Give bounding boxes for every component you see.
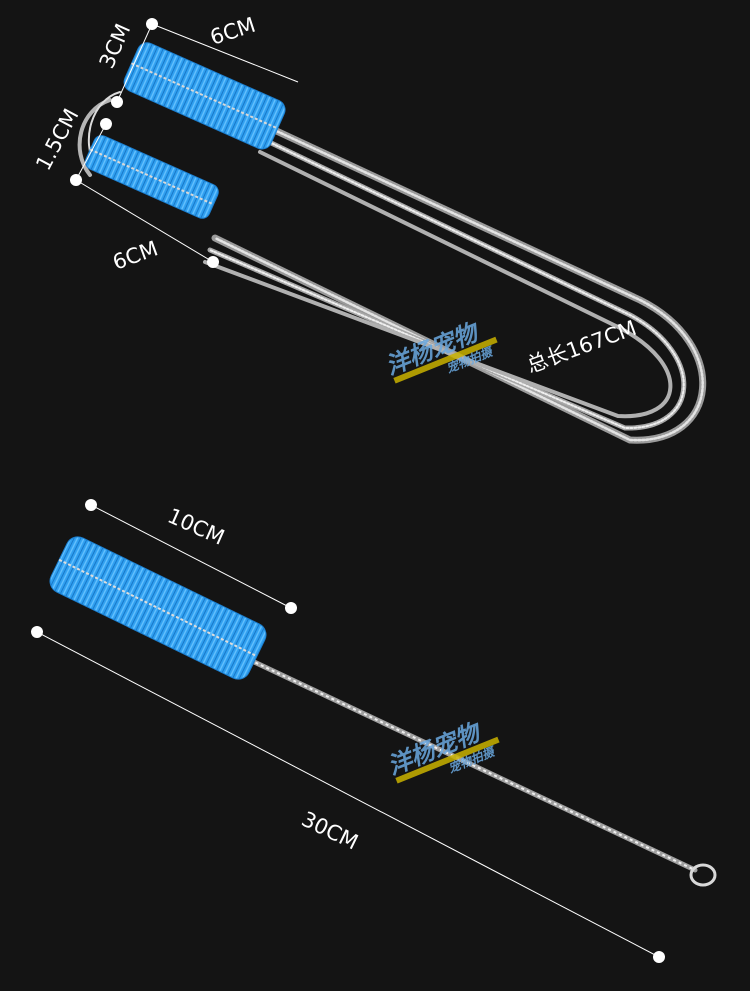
dimension-dot xyxy=(146,18,158,30)
dimension-dot xyxy=(85,499,97,511)
top-brush-length-label: 6CM xyxy=(207,13,258,50)
bottom-brush-length-label: 10CM xyxy=(164,504,228,550)
watermark-brand-text: 洋杨宠物 xyxy=(384,717,487,780)
dimension-dot xyxy=(285,602,297,614)
bottom-bristle-head xyxy=(49,536,267,680)
coiled-wire-loop xyxy=(77,91,706,444)
hanging-loop xyxy=(689,863,717,887)
brand-watermark: 洋杨宠物 宠物拍摄 xyxy=(384,717,500,784)
short-bottle-brush xyxy=(49,536,717,887)
dimension-dot xyxy=(653,951,665,963)
small-bristle-head xyxy=(84,135,219,219)
dimension-dot xyxy=(100,118,112,130)
top-brush-diameter-label: 3CM xyxy=(95,20,136,72)
small-brush-diameter-label: 1.5CM xyxy=(31,105,83,175)
dimension-lines xyxy=(31,18,665,963)
small-brush-length-label: 6CM xyxy=(110,236,162,274)
dimension-dot xyxy=(111,96,123,108)
dimension-dot xyxy=(70,174,82,186)
dimension-dot xyxy=(207,256,219,268)
bottom-total-length-label: 30CM xyxy=(298,807,362,855)
long-flexible-brush xyxy=(77,42,706,444)
large-bristle-head xyxy=(123,42,286,150)
total-length-label: 总长167CM xyxy=(524,316,640,378)
dimension-dot xyxy=(31,626,43,638)
